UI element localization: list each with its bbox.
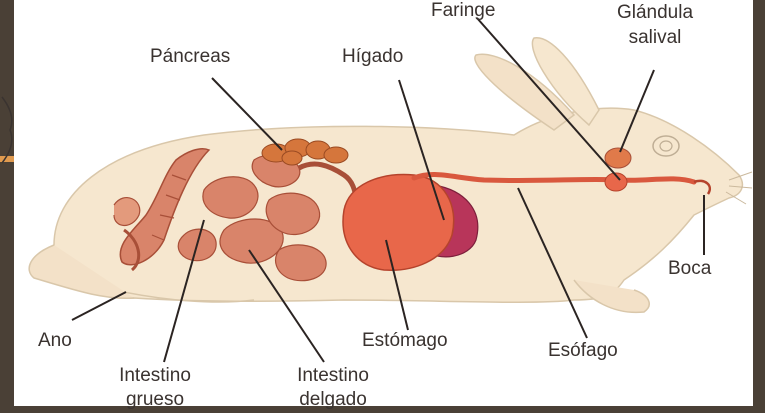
- label-faringe: Faringe: [431, 0, 495, 22]
- label-grueso-line2: grueso: [100, 389, 210, 411]
- label-glandula-line2: salival: [600, 27, 710, 49]
- label-pancreas: Páncreas: [150, 46, 230, 68]
- label-boca: Boca: [668, 258, 711, 280]
- label-higado: Hígado: [342, 46, 403, 68]
- label-delgado-line1: Intestino: [278, 365, 388, 387]
- label-grueso-line1: Intestino: [100, 365, 210, 387]
- label-ano: Ano: [38, 330, 72, 352]
- label-glandula-line1: Glándula: [600, 2, 710, 24]
- stomach: [343, 175, 454, 271]
- salivary-gland: [605, 148, 631, 168]
- label-esofago: Esófago: [548, 340, 618, 362]
- frame-right-border: [753, 0, 765, 413]
- frame-left-border: [0, 0, 14, 413]
- label-estomago: Estómago: [362, 330, 448, 352]
- label-delgado-line2: delgado: [278, 389, 388, 411]
